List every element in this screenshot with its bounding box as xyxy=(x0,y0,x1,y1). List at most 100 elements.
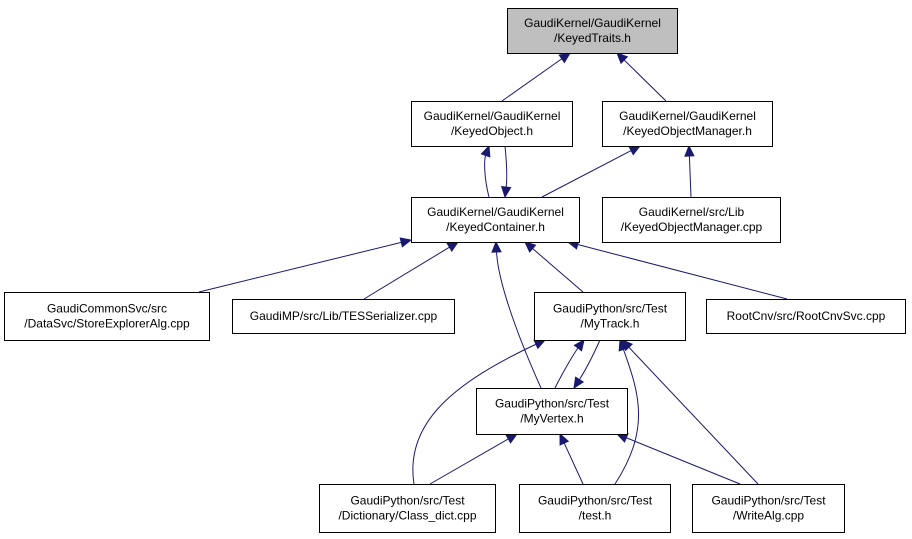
edge-line xyxy=(429,438,509,485)
node-writealg[interactable]: GaudiPython/src/Test/WriteAlg.cpp xyxy=(692,484,845,533)
node-label-line: /Dictionary/Class_dict.cpp xyxy=(338,509,476,523)
arrowhead-icon xyxy=(621,339,634,352)
node-label-line: GaudiPython/src/Test xyxy=(350,494,465,508)
node-box xyxy=(507,8,678,54)
edge-keyedobjectmanager-h-to-keyedtraits xyxy=(616,52,667,102)
node-keyedtraits[interactable]: GaudiKernel/GaudiKernel/KeyedTraits.h xyxy=(507,8,678,54)
node-label-line: /test.h xyxy=(579,509,612,523)
arrowhead-icon xyxy=(446,241,460,252)
node-box xyxy=(319,484,496,533)
node-label-line: /KeyedObjectManager.h xyxy=(623,124,752,138)
node-keyedobject[interactable]: GaudiKernel/GaudiKernel/KeyedObject.h xyxy=(411,101,573,147)
node-label-line: GaudiPython/src/Test xyxy=(711,494,826,508)
node-box xyxy=(602,101,773,147)
edge-line xyxy=(363,246,450,300)
edge-keyedobject-to-keyedcontainer xyxy=(500,145,512,199)
edge-line xyxy=(541,150,632,198)
edge-line xyxy=(504,145,508,188)
node-box xyxy=(232,299,455,334)
node-label-line: GaudiCommonSvc/src xyxy=(47,302,167,316)
arrowhead-icon xyxy=(628,145,642,156)
node-label-line: /MyVertex.h xyxy=(520,412,583,426)
node-box xyxy=(706,299,906,334)
node-label-line: GaudiKernel/GaudiKernel xyxy=(524,16,661,30)
edge-line xyxy=(532,248,584,293)
arrowhead-icon xyxy=(684,144,695,157)
arrowhead-icon xyxy=(524,241,537,253)
node-class-dict[interactable]: GaudiPython/src/Test/Dictionary/Class_di… xyxy=(319,484,496,533)
arrowhead-icon xyxy=(500,185,512,199)
node-myvertex[interactable]: GaudiPython/src/Test/MyVertex.h xyxy=(476,388,628,435)
edge-line xyxy=(614,349,639,485)
edge-rootcnvsvc-to-keyedcontainer xyxy=(566,239,788,300)
edge-line xyxy=(501,58,563,102)
edge-line xyxy=(577,244,788,300)
node-keyedcontainer[interactable]: GaudiKernel/GaudiKernel/KeyedContainer.h xyxy=(411,197,580,243)
arrowhead-icon xyxy=(533,339,547,350)
node-label-line: /KeyedObjectManager.cpp xyxy=(621,220,763,234)
edge-keyedobject-to-keyedtraits xyxy=(501,52,571,102)
edge-keyedcontainer-to-keyedobject xyxy=(480,144,491,198)
node-box xyxy=(534,292,686,341)
edge-class-dict-to-myvertex xyxy=(429,433,519,485)
node-box xyxy=(4,292,210,341)
edge-line xyxy=(554,347,579,389)
node-box xyxy=(411,101,573,147)
node-label-line: /WriteAlg.cpp xyxy=(733,509,804,523)
node-tesserializer[interactable]: GaudiMP/src/Lib/TESSerializer.cpp xyxy=(232,299,455,334)
edge-line xyxy=(484,155,490,198)
arrowhead-icon xyxy=(558,52,571,64)
edge-line xyxy=(412,343,537,485)
node-mytrack[interactable]: GaudiPython/src/Test/MyTrack.h xyxy=(534,292,686,341)
edge-writealg-to-myvertex xyxy=(615,433,741,485)
edge-myvertex-to-keyedcontainer xyxy=(491,240,542,389)
node-label-line: /KeyedTraits.h xyxy=(554,31,631,45)
edge-line xyxy=(623,59,667,102)
edge-line xyxy=(688,155,692,198)
node-keyedobjectmanager-cpp[interactable]: GaudiKernel/src/Lib/KeyedObjectManager.c… xyxy=(602,197,781,243)
edge-storeexploreralg-to-keyedcontainer xyxy=(198,237,413,293)
edge-test-h-to-myvertex xyxy=(559,432,584,485)
edge-tesserializer-to-keyedcontainer xyxy=(363,241,460,300)
node-box xyxy=(411,197,580,243)
node-label-line: GaudiMP/src/Lib/TESSerializer.cpp xyxy=(250,309,438,323)
node-box xyxy=(476,388,628,435)
node-rootcnvsvc[interactable]: RootCnv/src/RootCnvSvc.cpp xyxy=(706,299,906,334)
edge-mytrack-to-keyedcontainer xyxy=(524,241,584,293)
node-test-h[interactable]: GaudiPython/src/Test/test.h xyxy=(519,484,671,533)
arrowhead-icon xyxy=(573,339,585,352)
edge-keyedobjectmanager-cpp-to-keyedobjectmanager-h xyxy=(684,144,695,198)
arrowhead-icon xyxy=(573,376,585,390)
node-label-line: /KeyedObject.h xyxy=(451,124,533,138)
edge-mytrack-to-myvertex xyxy=(573,339,601,390)
node-label-line: GaudiPython/src/Test xyxy=(495,397,610,411)
edge-line xyxy=(198,241,402,293)
node-label-line: /DataSvc/StoreExplorerAlg.cpp xyxy=(24,317,190,331)
node-storeexploreralg[interactable]: GaudiCommonSvc/src/DataSvc/StoreExplorer… xyxy=(4,292,210,341)
edge-myvertex-to-mytrack xyxy=(554,339,585,389)
edge-keyedcontainer-to-keyedobjectmanager-h xyxy=(541,145,642,198)
arrowhead-icon xyxy=(616,52,629,65)
node-keyedobjectmanager-h[interactable]: GaudiKernel/GaudiKernel/KeyedObjectManag… xyxy=(602,101,773,147)
node-label-line: GaudiPython/src/Test xyxy=(538,494,653,508)
arrowhead-icon xyxy=(491,240,502,253)
edge-writealg-to-mytrack xyxy=(621,339,759,485)
edge-line xyxy=(563,442,584,485)
edge-line xyxy=(626,437,741,485)
arrowhead-icon xyxy=(480,144,491,158)
node-label-line: RootCnv/src/RootCnvSvc.cpp xyxy=(727,309,886,323)
node-label-line: GaudiPython/src/Test xyxy=(553,302,668,316)
node-label-line: GaudiKernel/GaudiKernel xyxy=(619,109,756,123)
arrowhead-icon xyxy=(399,237,413,248)
arrowhead-icon xyxy=(505,433,519,444)
edge-line xyxy=(496,251,542,389)
node-label-line: GaudiKernel/GaudiKernel xyxy=(427,205,564,219)
edge-line xyxy=(628,346,759,485)
node-label-line: /KeyedContainer.h xyxy=(446,220,545,234)
node-box xyxy=(602,197,781,243)
node-label-line: GaudiKernel/GaudiKernel xyxy=(424,109,561,123)
node-label-line: GaudiKernel/src/Lib xyxy=(639,205,745,219)
arrowhead-icon xyxy=(559,432,570,446)
node-label-line: /MyTrack.h xyxy=(581,317,640,331)
